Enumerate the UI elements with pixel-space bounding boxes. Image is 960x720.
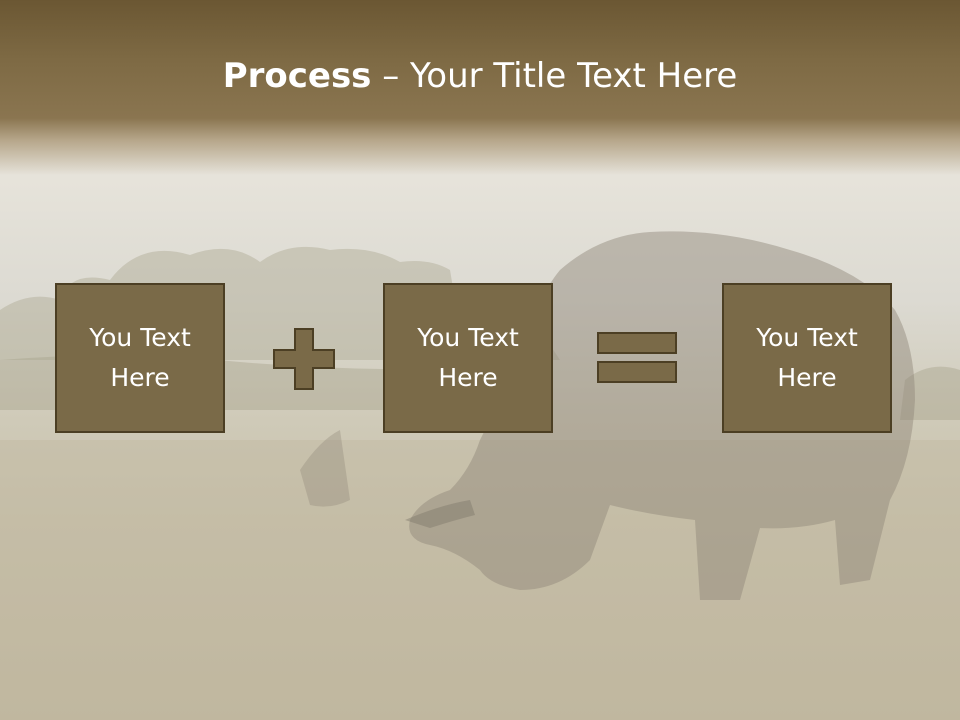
plus-icon bbox=[273, 328, 335, 390]
page-title: Process – Your Title Text Here bbox=[0, 54, 960, 98]
process-box-2[interactable]: You Text Here bbox=[383, 283, 553, 433]
title-bold: Process bbox=[222, 56, 372, 96]
process-box-3-text: You Text Here bbox=[756, 323, 858, 392]
process-box-1-text: You Text Here bbox=[89, 323, 191, 392]
title-banner bbox=[0, 0, 960, 175]
equals-icon bbox=[597, 332, 677, 383]
title-rest: – Your Title Text Here bbox=[371, 56, 738, 96]
process-box-2-text: You Text Here bbox=[417, 323, 519, 392]
process-box-1[interactable]: You Text Here bbox=[55, 283, 225, 433]
process-box-3[interactable]: You Text Here bbox=[722, 283, 892, 433]
